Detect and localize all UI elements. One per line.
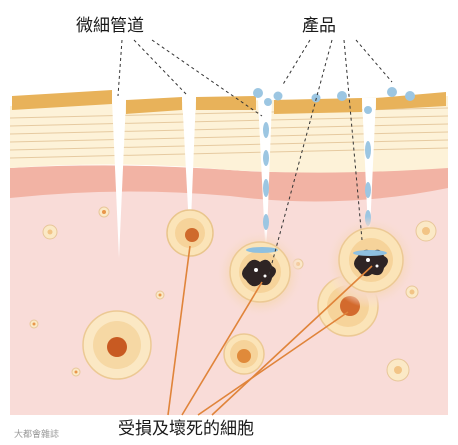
stratum-corneum <box>9 90 449 173</box>
orange-pointers <box>167 245 373 416</box>
watermark: 大都會雜誌 <box>14 428 59 440</box>
damaged-cells <box>216 216 417 318</box>
product-label: 產品 <box>302 16 336 36</box>
dashed-pointers <box>117 39 393 279</box>
damaged-cells-label: 受損及壞死的細胞 <box>118 419 254 439</box>
microchannel-label: 微細管道 <box>76 16 144 36</box>
small-cells <box>29 206 437 382</box>
